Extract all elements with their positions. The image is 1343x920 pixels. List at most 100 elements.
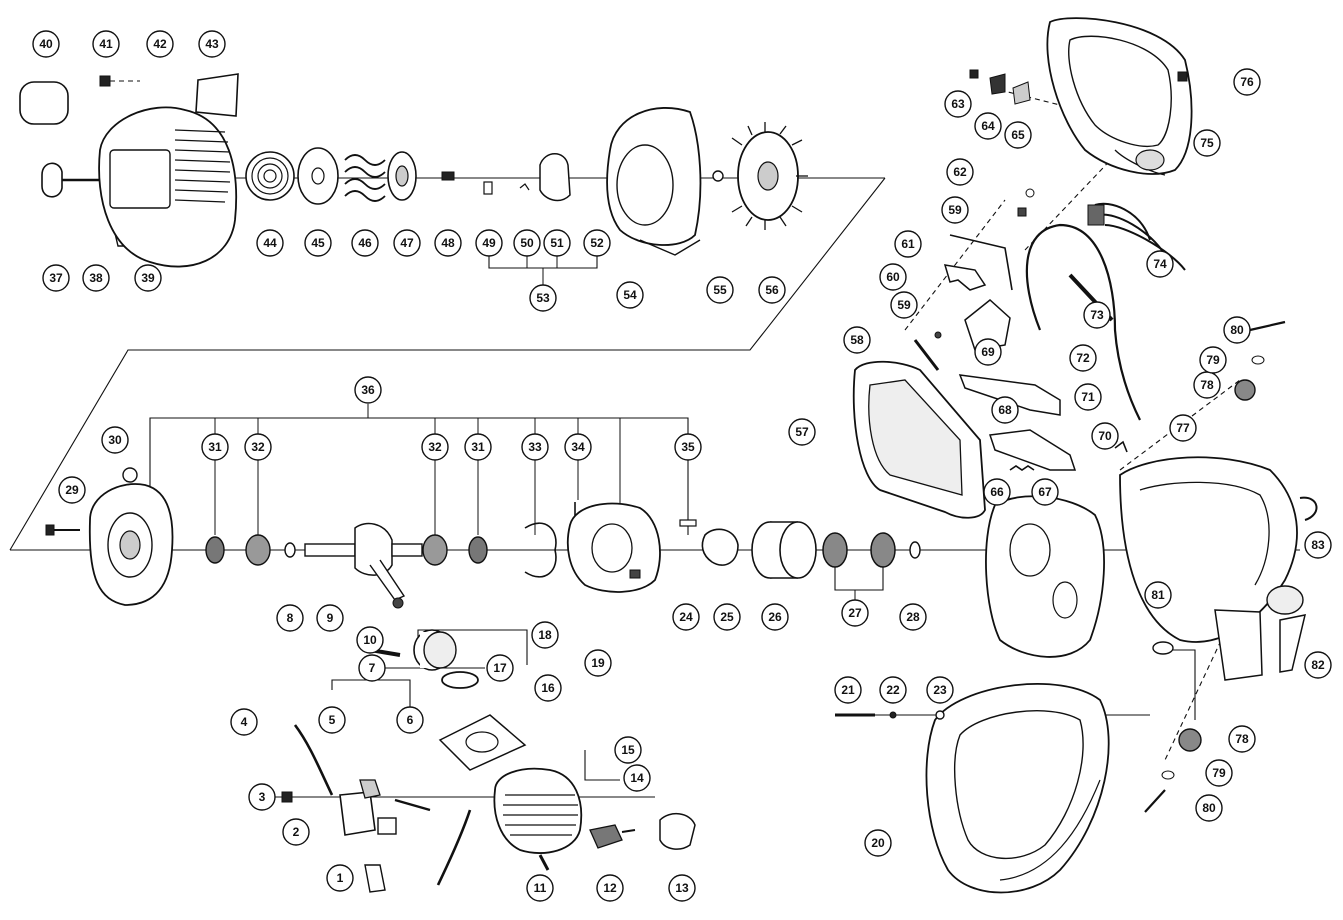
callout-5: 5 xyxy=(318,706,346,734)
cylinder-area xyxy=(281,629,696,893)
svg-text:29: 29 xyxy=(65,483,79,497)
callout-46: 46 xyxy=(351,229,379,257)
pin-35 xyxy=(679,519,697,527)
callout-47: 47 xyxy=(393,229,421,257)
pawl-49 xyxy=(483,181,493,195)
svg-text:42: 42 xyxy=(153,37,167,51)
callout-37: 37 xyxy=(42,264,70,292)
svg-text:59: 59 xyxy=(948,203,962,217)
pulley-45 xyxy=(297,147,339,205)
callout-65: 65 xyxy=(1004,121,1032,149)
svg-text:59: 59 xyxy=(897,298,911,312)
svg-text:16: 16 xyxy=(541,681,555,695)
screw-63 xyxy=(969,69,979,79)
svg-text:9: 9 xyxy=(327,611,334,625)
callout-36: 36 xyxy=(354,376,382,404)
cable-6 xyxy=(436,809,472,886)
callout-18: 18 xyxy=(531,621,559,649)
svg-text:71: 71 xyxy=(1081,390,1095,404)
callout-7: 7 xyxy=(358,654,386,682)
svg-text:5: 5 xyxy=(329,713,336,727)
callout-30: 30 xyxy=(101,426,129,454)
lever-67 xyxy=(988,429,1077,471)
seal-32-left xyxy=(245,534,271,566)
callout-38: 38 xyxy=(82,264,110,292)
svg-text:73: 73 xyxy=(1090,308,1104,322)
callout-2: 2 xyxy=(282,818,310,846)
gear-27-b xyxy=(870,532,896,568)
washer-79-bottom xyxy=(1161,770,1175,780)
callout-76: 76 xyxy=(1233,68,1261,96)
svg-text:55: 55 xyxy=(713,283,727,297)
callout-82: 82 xyxy=(1304,651,1332,679)
callout-9: 9 xyxy=(316,604,344,632)
svg-text:32: 32 xyxy=(428,440,442,454)
svg-text:43: 43 xyxy=(205,37,219,51)
crankcase-row xyxy=(45,467,1174,658)
svg-text:25: 25 xyxy=(720,610,734,624)
svg-text:57: 57 xyxy=(795,425,809,439)
svg-text:60: 60 xyxy=(886,270,900,284)
svg-text:30: 30 xyxy=(108,433,122,447)
callouts: 1 2 3 4 5 6 7 8 9 10 11 12 13 14 15 16 1… xyxy=(32,30,1332,902)
crankcase-half-right xyxy=(566,502,661,593)
starter-assembly xyxy=(19,73,808,268)
callout-56: 56 xyxy=(758,276,786,304)
fuel-line-4 xyxy=(293,724,334,796)
svg-text:7: 7 xyxy=(369,661,376,675)
callout-63: 63 xyxy=(944,90,972,118)
callout-31a: 31 xyxy=(201,433,229,461)
callout-70: 70 xyxy=(1091,422,1119,450)
svg-text:80: 80 xyxy=(1230,323,1244,337)
callout-25: 25 xyxy=(713,603,741,631)
svg-text:10: 10 xyxy=(363,633,377,647)
washer-22 xyxy=(889,711,897,719)
svg-text:19: 19 xyxy=(591,656,605,670)
callout-45: 45 xyxy=(304,229,332,257)
bushing-78-top xyxy=(1234,379,1256,401)
plug-cap-13 xyxy=(659,813,696,850)
svg-text:2: 2 xyxy=(293,825,300,839)
plate-65 xyxy=(1012,81,1031,105)
svg-text:35: 35 xyxy=(681,440,695,454)
coil-spring-46 xyxy=(344,154,386,202)
callout-74: 74 xyxy=(1146,250,1174,278)
callout-28: 28 xyxy=(899,603,927,631)
recoil-spring-44 xyxy=(245,151,295,201)
svg-text:44: 44 xyxy=(263,236,277,250)
svg-text:33: 33 xyxy=(528,440,542,454)
screw-41 xyxy=(99,75,140,87)
pawl-carrier-51 xyxy=(539,153,571,202)
callout-35: 35 xyxy=(674,433,702,461)
part-2 xyxy=(377,817,397,835)
callout-81: 81 xyxy=(1144,581,1172,609)
svg-text:61: 61 xyxy=(901,237,915,251)
decal-43 xyxy=(195,73,239,117)
callout-48: 48 xyxy=(434,229,462,257)
cup-81 xyxy=(1152,641,1174,655)
callout-58: 58 xyxy=(843,326,871,354)
callout-33: 33 xyxy=(521,433,549,461)
starter-housing-42 xyxy=(98,106,238,268)
bushing-78-bottom xyxy=(1178,728,1202,752)
callout-55: 55 xyxy=(706,276,734,304)
svg-text:62: 62 xyxy=(953,165,967,179)
nut-55 xyxy=(712,170,724,182)
washer-79-top xyxy=(1251,355,1265,365)
callout-79b: 79 xyxy=(1205,759,1233,787)
rod-61 xyxy=(949,234,1013,291)
callout-10: 10 xyxy=(356,626,384,654)
svg-text:63: 63 xyxy=(951,97,965,111)
svg-text:56: 56 xyxy=(765,283,779,297)
housing-77 xyxy=(1119,456,1304,681)
screw-76 xyxy=(1177,71,1188,82)
callout-64: 64 xyxy=(974,112,1002,140)
svg-text:65: 65 xyxy=(1011,128,1025,142)
callout-52: 52 xyxy=(583,229,611,257)
svg-text:53: 53 xyxy=(536,291,550,305)
svg-text:72: 72 xyxy=(1076,351,1090,365)
svg-text:38: 38 xyxy=(89,271,103,285)
callout-66: 66 xyxy=(983,478,1011,506)
svg-text:81: 81 xyxy=(1151,588,1165,602)
gasket-33 xyxy=(524,522,557,578)
